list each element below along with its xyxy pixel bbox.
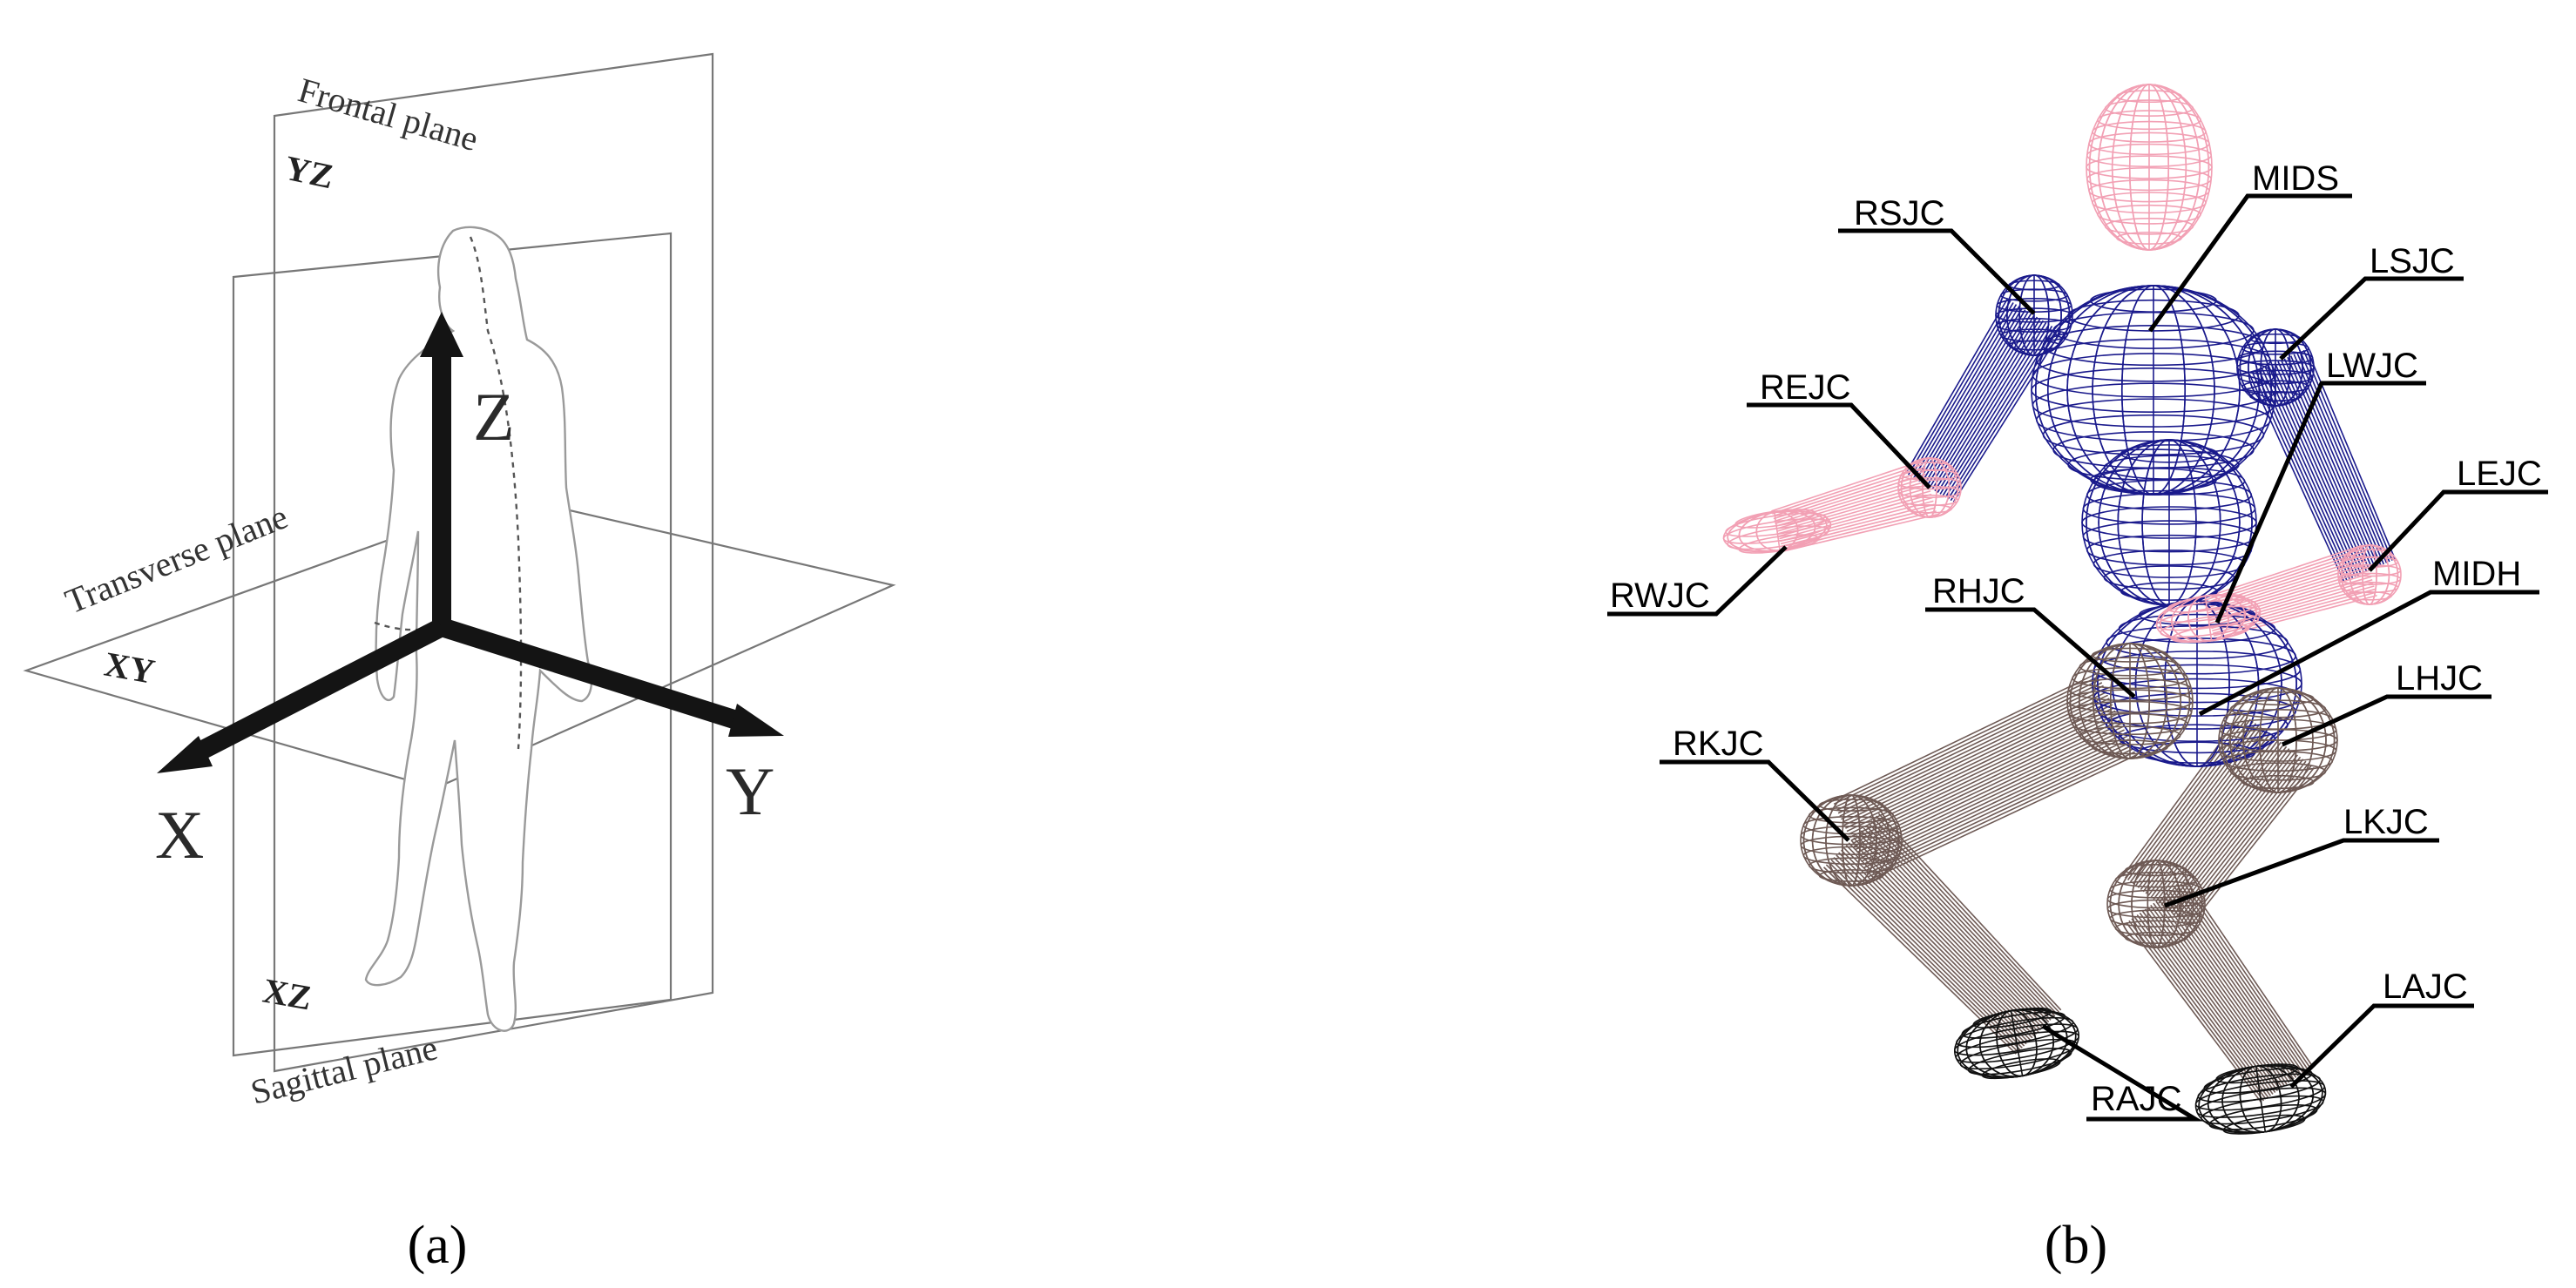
left-hand-ellipsoid <box>2155 593 2262 644</box>
label-rejc: REJC <box>1760 368 1850 407</box>
right-elbow-ellipsoid <box>1897 457 1962 518</box>
callout-lkjc: LKJC <box>2164 803 2439 908</box>
callout-rhjc: RHJC <box>1925 572 2136 698</box>
left-upper-arm-segment <box>2248 348 2397 583</box>
left-foot-ellipsoid <box>2194 1063 2327 1135</box>
x-axis-label: X <box>155 797 204 873</box>
left-knee-ellipsoid <box>2106 860 2206 948</box>
sagittal-plane-label: Sagittal plane <box>247 1028 441 1112</box>
panel-b-caption: (b) <box>2045 1216 2107 1275</box>
callout-lhjc: LHJC <box>2281 659 2491 747</box>
x-axis-arrowhead <box>157 736 213 773</box>
label-rajc: RAJC <box>2091 1080 2181 1118</box>
abdomen-ellipsoid <box>2081 439 2257 606</box>
panel-a-caption: (a) <box>408 1216 468 1275</box>
pelvis-ellipsoid <box>2092 600 2302 767</box>
label-rsjc: RSJC <box>1854 194 1944 233</box>
callout-rsjc: RSJC <box>1838 194 2036 315</box>
panel-a-anatomical-planes: Z X Y Frontal plane Transverse plane Sag… <box>23 52 896 1275</box>
callout-lwjc: LWJC <box>2214 347 2426 624</box>
callout-rwjc: RWJC <box>1607 545 1788 617</box>
right-shank-segment <box>1822 813 2062 1055</box>
panel-b-wireframe-model: RSJC MIDS LSJC LWJC REJC LEJC RWJC RHJC <box>1607 84 2548 1275</box>
right-hip-ellipsoid <box>2066 643 2194 759</box>
label-rwjc: RWJC <box>1610 577 1710 615</box>
z-axis-arrowhead <box>420 312 463 357</box>
yz-plane-code: YZ <box>281 148 337 197</box>
frontal-plane-label: Frontal plane <box>294 70 483 158</box>
right-shoulder-ellipsoid <box>1995 274 2073 356</box>
label-lhjc: LHJC <box>2396 659 2483 698</box>
callout-midh: MIDH <box>2198 555 2539 717</box>
label-rkjc: RKJC <box>1673 725 1763 763</box>
right-knee-ellipsoid <box>1800 794 1903 887</box>
label-lwjc: LWJC <box>2326 347 2418 385</box>
transverse-plane-label: Transverse plane <box>60 496 294 621</box>
y-axis-arrowhead <box>728 704 784 737</box>
left-elbow-ellipsoid <box>2337 544 2402 605</box>
label-lajc: LAJC <box>2383 968 2468 1006</box>
callout-lsjc: LSJC <box>2279 242 2464 361</box>
transverse-plane <box>23 495 896 790</box>
sagittal-plane <box>232 232 673 1057</box>
frontal-plane <box>273 52 714 1073</box>
thorax-ellipsoid <box>2031 285 2276 496</box>
callout-mids: MIDS <box>2147 159 2352 333</box>
z-axis-label: Z <box>473 379 515 455</box>
callout-rkjc: RKJC <box>1660 725 1850 842</box>
label-rhjc: RHJC <box>1932 572 2025 610</box>
y-axis <box>438 617 748 732</box>
callout-lajc: LAJC <box>2289 968 2474 1089</box>
x-axis <box>191 618 447 762</box>
callout-rejc: REJC <box>1747 368 1931 489</box>
label-lejc: LEJC <box>2457 455 2542 493</box>
waist-dotted-line <box>374 621 428 631</box>
callout-lejc: LEJC <box>2368 455 2548 572</box>
right-foot-ellipsoid <box>1953 1007 2080 1080</box>
xz-plane-code: XZ <box>260 971 314 1018</box>
label-lsjc: LSJC <box>2370 242 2455 280</box>
label-midh: MIDH <box>2432 555 2521 593</box>
callout-rajc: RAJC <box>2041 1023 2203 1122</box>
head-ellipsoid <box>2086 84 2213 251</box>
xy-plane-code: XY <box>101 644 158 691</box>
label-lkjc: LKJC <box>2343 803 2429 841</box>
label-mids: MIDS <box>2252 159 2339 198</box>
y-axis-label: Y <box>726 753 774 829</box>
